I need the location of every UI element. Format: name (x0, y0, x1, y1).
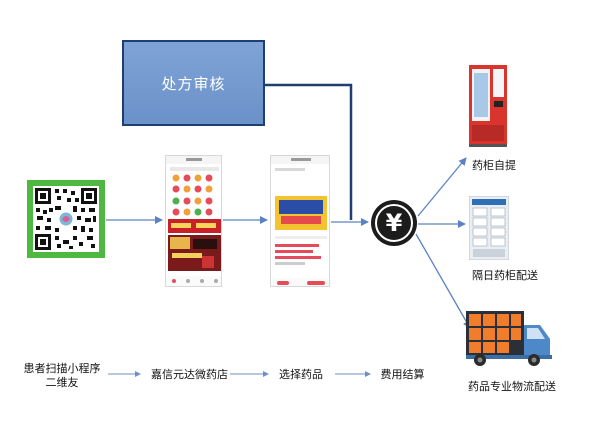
delivery-truck-image (466, 311, 552, 367)
payment-yuan-icon: ¥ (371, 200, 417, 246)
prescription-review-box: 处方审核 (122, 40, 265, 126)
mall-screen-mockup (165, 155, 222, 287)
step-scan-qr: 患者扫描小程序 二维友 (22, 362, 102, 390)
review-connector (265, 83, 353, 220)
yuan-symbol: ¥ (385, 209, 403, 237)
mall-screen-image (166, 156, 221, 286)
step-select-drugs: 选择药品 (279, 368, 323, 381)
label-next-day-delivery: 隔日药柜配送 (472, 269, 538, 282)
arrow-payment-to-pickup (417, 157, 467, 217)
pharmacy-vending-cabinet-image (467, 65, 509, 147)
label-logistics-delivery: 药品专业物流配送 (468, 380, 556, 393)
step-scan-line1: 患者扫描小程序 (23, 362, 101, 375)
prescription-review-label: 处方审核 (161, 74, 226, 93)
step-pharmacy-store: 嘉信元达微药店 (151, 368, 228, 381)
step-payment: 费用结算 (380, 368, 425, 381)
label-cabinet-pickup: 药柜自提 (472, 159, 516, 172)
storage-cabinet-image (468, 195, 510, 261)
product-screen-image (271, 156, 329, 286)
step-scan-line2: 二维友 (45, 376, 79, 389)
arrow-payment-to-logistics (415, 233, 471, 329)
product-screen-mockup (270, 155, 330, 287)
qr-pattern-icon (35, 188, 97, 250)
mini-program-qr-code (27, 180, 105, 258)
